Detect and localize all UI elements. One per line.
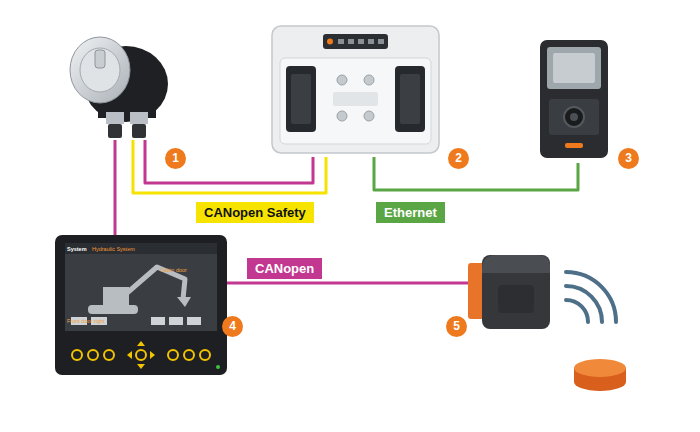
illustration-part bbox=[378, 39, 384, 44]
illustration-part bbox=[137, 341, 145, 346]
callout-number: 5 bbox=[446, 316, 467, 337]
illustration-part bbox=[137, 364, 145, 369]
illustration-part bbox=[364, 111, 374, 121]
illustration-part bbox=[570, 113, 578, 121]
screen-label: Front door right bbox=[67, 319, 105, 325]
illustration-part bbox=[104, 350, 114, 360]
callout-number: 1 bbox=[165, 148, 186, 169]
encoder-device: 1 bbox=[60, 28, 175, 140]
illustration-part bbox=[547, 47, 601, 89]
bus-cable bbox=[114, 140, 117, 235]
controller-illustration bbox=[268, 22, 443, 157]
illustration-part bbox=[72, 350, 82, 360]
illustration-part bbox=[65, 243, 217, 331]
bus-cable bbox=[374, 157, 578, 190]
illustration-part bbox=[280, 58, 431, 144]
illustration-part bbox=[498, 285, 534, 313]
bus-label: CANopen Safety bbox=[196, 202, 314, 223]
illustration-part bbox=[106, 112, 124, 124]
illustration-part bbox=[103, 287, 129, 306]
illustration-part bbox=[130, 112, 148, 124]
wave-arc bbox=[566, 286, 602, 322]
illustration-part bbox=[337, 75, 347, 85]
illustration-part bbox=[565, 143, 583, 148]
illustration-part bbox=[132, 124, 146, 138]
illustration-part bbox=[216, 365, 220, 369]
illustration-part bbox=[338, 39, 344, 44]
callout-number: 4 bbox=[222, 316, 243, 337]
illustration-part bbox=[291, 74, 311, 124]
rfid-sensor-device: 5 bbox=[468, 245, 553, 333]
display-illustration bbox=[55, 235, 227, 375]
illustration-part bbox=[72, 350, 210, 360]
illustration-part bbox=[127, 341, 155, 369]
bus-label: Ethernet bbox=[376, 202, 445, 223]
illustration-part bbox=[358, 39, 364, 44]
illustration-part bbox=[136, 350, 146, 360]
wave-arc bbox=[566, 300, 588, 322]
illustration-part bbox=[184, 350, 194, 360]
illustration-part bbox=[70, 37, 130, 103]
illustration-part bbox=[95, 50, 105, 68]
screen-label: Cabin door bbox=[160, 268, 187, 274]
illustration-part bbox=[108, 124, 122, 138]
illustration-part bbox=[88, 305, 138, 314]
illustration-part bbox=[400, 74, 420, 124]
display-device: 4 bbox=[55, 235, 227, 375]
illustration-part bbox=[200, 350, 210, 360]
illustration-part bbox=[549, 99, 599, 135]
illustration-part bbox=[88, 350, 98, 360]
illustration-part bbox=[327, 39, 333, 45]
illustration-part bbox=[553, 53, 595, 83]
illustration-part bbox=[368, 39, 374, 44]
callout-number: 2 bbox=[448, 148, 469, 169]
rfid-sensor-illustration bbox=[468, 245, 553, 333]
screen-label: System bbox=[67, 247, 87, 253]
rfid-tag bbox=[574, 359, 626, 391]
callout-number: 3 bbox=[618, 148, 639, 169]
illustration-part bbox=[323, 34, 388, 49]
screen-label: Hydraulic System bbox=[92, 247, 135, 253]
illustration-part bbox=[151, 317, 165, 325]
bus-label: CANopen bbox=[247, 258, 322, 279]
radio-waves bbox=[566, 272, 616, 322]
illustration-part bbox=[272, 26, 439, 153]
tag-top bbox=[574, 359, 626, 377]
illustration-part bbox=[395, 66, 425, 132]
illustration-part bbox=[482, 255, 550, 273]
illustration-part bbox=[80, 48, 120, 92]
illustration-part bbox=[55, 235, 227, 375]
illustration-part bbox=[150, 351, 155, 359]
illustration-part bbox=[564, 107, 584, 127]
illustration-part bbox=[333, 92, 378, 106]
controller-device: 2 bbox=[268, 22, 443, 157]
illustration-part bbox=[286, 66, 316, 132]
wave-arc bbox=[566, 272, 616, 322]
illustration-part bbox=[187, 317, 201, 325]
camera-device: 3 bbox=[535, 35, 613, 163]
camera-illustration bbox=[535, 35, 613, 163]
illustration-part bbox=[169, 317, 183, 325]
illustration-part bbox=[65, 243, 217, 254]
illustration-part bbox=[364, 75, 374, 85]
illustration-part bbox=[168, 350, 178, 360]
illustration-part bbox=[348, 39, 354, 44]
bus-cable bbox=[227, 282, 468, 285]
illustration-part bbox=[540, 40, 608, 158]
illustration-part bbox=[127, 351, 132, 359]
illustration-part bbox=[482, 255, 550, 329]
illustration-part bbox=[337, 111, 347, 121]
encoder-illustration bbox=[60, 28, 175, 140]
illustration-part bbox=[177, 297, 191, 307]
